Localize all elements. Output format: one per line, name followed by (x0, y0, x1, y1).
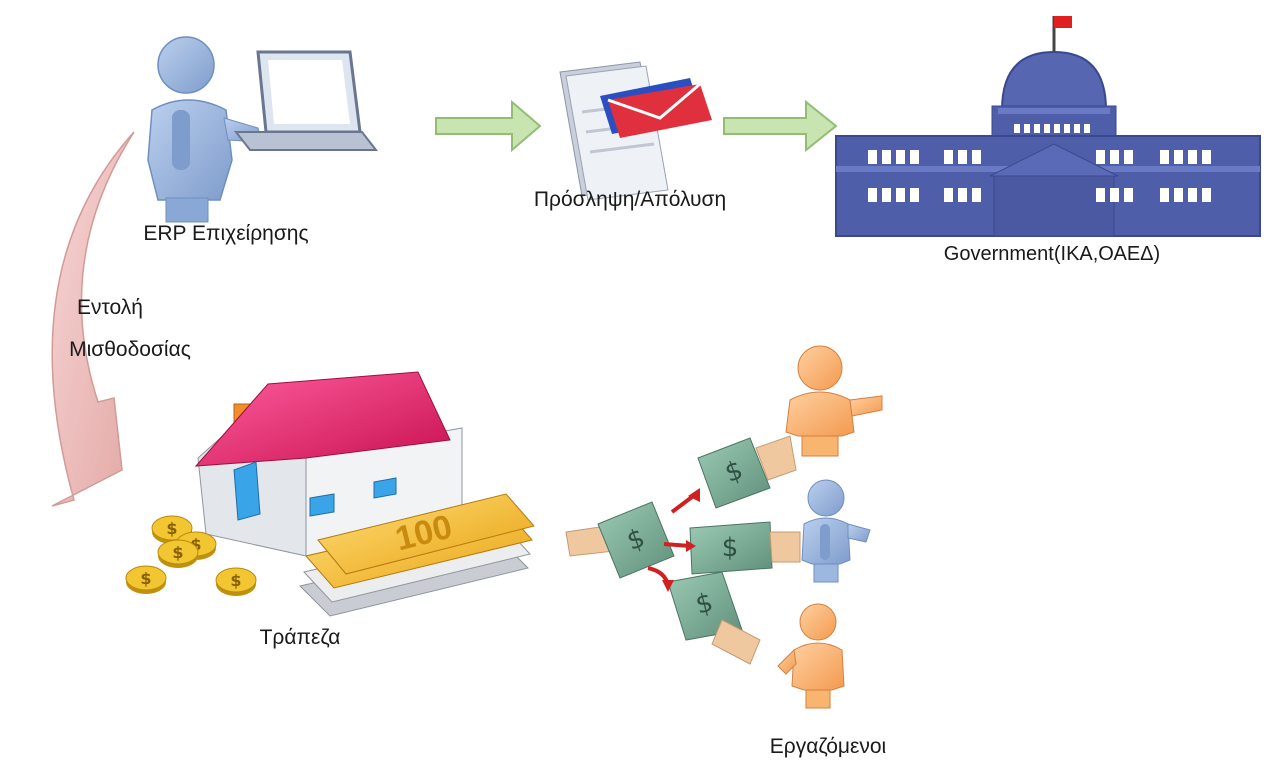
payroll-order-label-line2: Μισθοδοσίας (69, 338, 191, 361)
erp-label: ERP Επιχείρησης (143, 222, 308, 245)
window (1024, 124, 1030, 133)
employee-3 (777, 603, 845, 709)
window (1174, 150, 1183, 164)
coin-stack: $ $ $ $ $ (125, 515, 257, 596)
window (1096, 188, 1105, 202)
window (1096, 150, 1105, 164)
window (896, 188, 905, 202)
house-money-icon: 100 (194, 371, 535, 617)
window (1174, 188, 1183, 202)
window (1202, 188, 1211, 202)
window (1124, 150, 1133, 164)
employee-1 (785, 345, 883, 457)
window (910, 150, 919, 164)
building-windows (868, 124, 1211, 202)
window (910, 188, 919, 202)
coin-symbol: $ (172, 543, 183, 562)
employees-label: Εργαζόμενοι (770, 735, 887, 758)
window (958, 150, 967, 164)
coin (215, 567, 257, 593)
window (972, 188, 981, 202)
window (1044, 124, 1050, 133)
window (944, 150, 953, 164)
window (1188, 150, 1197, 164)
window (1124, 188, 1133, 202)
window (1014, 124, 1020, 133)
window (1084, 124, 1090, 133)
flow-arrow-1 (435, 99, 542, 153)
hire-fire-label: Πρόσληψη/Απόλυση (534, 188, 726, 211)
government-label: Government(ΙΚΑ,ΟΑΕΔ) (944, 243, 1160, 265)
coin (125, 565, 167, 591)
document-envelope-icon (559, 61, 712, 201)
coin-symbol: $ (166, 519, 177, 538)
bank-label: Τράπεζα (260, 626, 341, 649)
window (868, 150, 877, 164)
coin (157, 539, 199, 565)
window (1160, 150, 1169, 164)
window (1110, 150, 1119, 164)
window (958, 188, 967, 202)
window (868, 188, 877, 202)
window (1034, 124, 1040, 133)
payroll-order-label-line1: Εντολή (77, 296, 143, 319)
window (1202, 150, 1211, 164)
coin (151, 515, 193, 541)
employee-2 (801, 479, 871, 583)
svg-text:$: $ (693, 587, 717, 620)
window (1110, 188, 1119, 202)
hands-cash-icon: $ $ $ $ (565, 435, 801, 665)
window (944, 188, 953, 202)
window (1064, 124, 1070, 133)
window (896, 150, 905, 164)
window (1054, 124, 1060, 133)
window (972, 150, 981, 164)
window (882, 188, 891, 202)
window (1074, 124, 1080, 133)
flow-arrow-2 (723, 99, 838, 153)
coin-symbol: $ (230, 571, 241, 590)
person-laptop-icon (147, 36, 379, 223)
window (1188, 188, 1197, 202)
coin-symbol: $ (140, 569, 151, 588)
svg-text:$: $ (722, 533, 739, 563)
window (882, 150, 891, 164)
payroll-order-arrow (51, 131, 135, 507)
coin-symbol: $ (190, 535, 201, 554)
window (1160, 188, 1169, 202)
